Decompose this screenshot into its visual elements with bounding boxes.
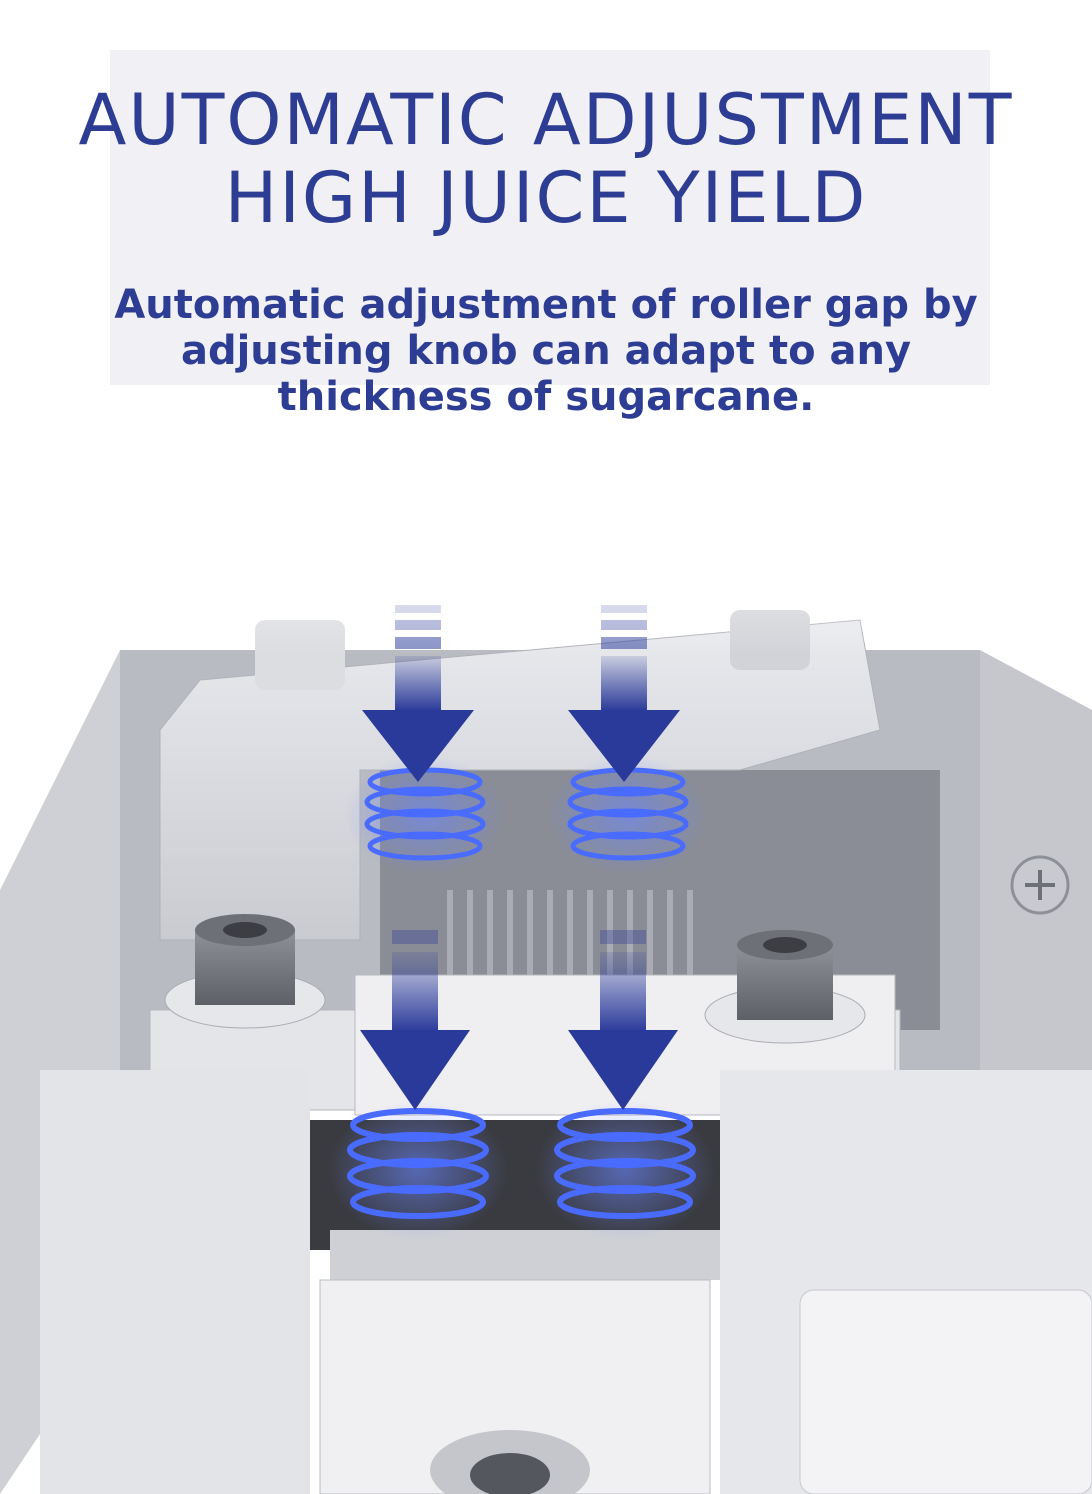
headline-background — [110, 50, 990, 385]
headline-line-2: HIGH JUICE YIELD — [224, 157, 868, 239]
description-line-1: Automatic adjustment of roller gap by — [114, 282, 978, 328]
juicer-mechanism-illustration — [0, 470, 1092, 1494]
description-line-3: thickness of sugarcane. — [277, 374, 815, 420]
description: Automatic adjustment of roller gap by ad… — [60, 282, 1032, 420]
headline-line-1: AUTOMATIC ADJUSTMENT — [78, 79, 1014, 161]
description-line-2: adjusting knob can adapt to any — [180, 328, 912, 374]
